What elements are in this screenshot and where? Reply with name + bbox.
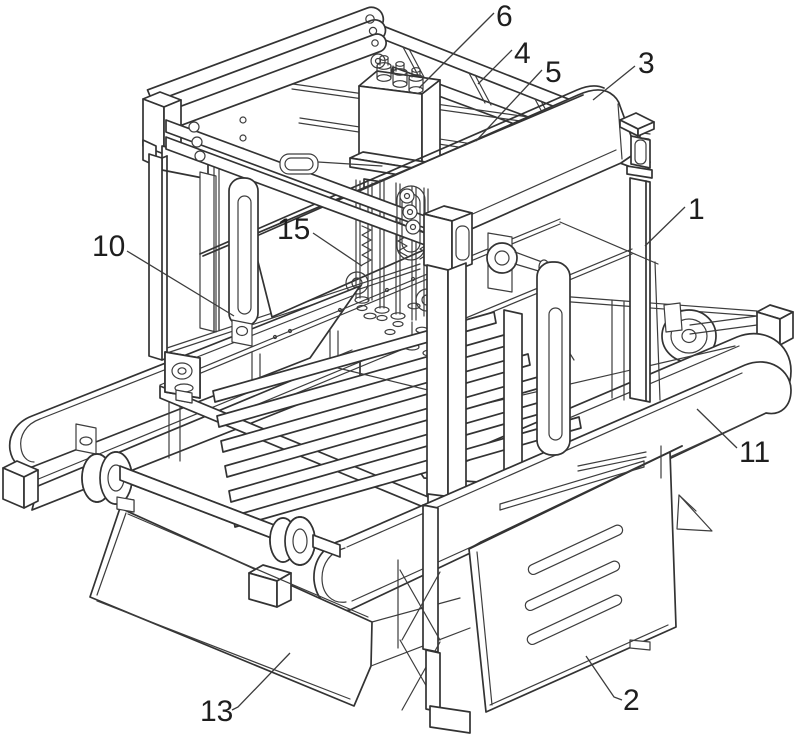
svg-text:15: 15: [277, 213, 310, 246]
svg-text:10: 10: [92, 230, 125, 263]
svg-text:3: 3: [638, 47, 655, 80]
svg-text:6: 6: [496, 0, 513, 33]
svg-text:1: 1: [688, 193, 705, 226]
svg-text:2: 2: [623, 684, 640, 717]
svg-text:13: 13: [200, 695, 233, 728]
svg-text:5: 5: [545, 56, 562, 89]
svg-text:4: 4: [514, 37, 531, 70]
svg-text:11: 11: [739, 436, 770, 469]
